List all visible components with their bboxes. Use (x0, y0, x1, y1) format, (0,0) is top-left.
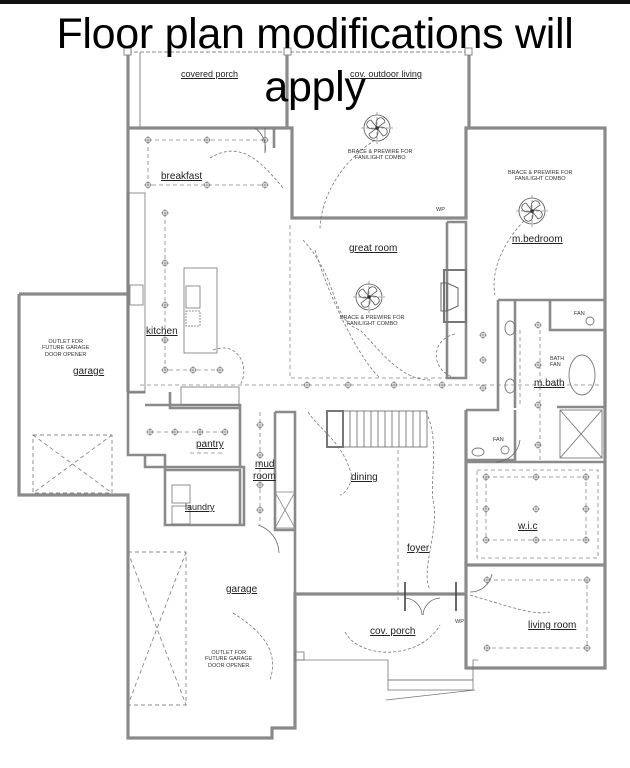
room-label-wic: w.i.c (518, 521, 538, 532)
front-porch-steps (294, 651, 478, 701)
rear-porch-outline (123, 47, 473, 128)
door-swings (254, 127, 521, 616)
note-bath-fan: BATH FAN (550, 356, 565, 369)
room-label-covered-porch: covered porch (181, 69, 239, 79)
exterior-walls (17, 52, 607, 740)
room-label-m-bedroom: m.bedroom (512, 234, 563, 245)
lighting-runs (140, 139, 600, 649)
top-border-bar (0, 0, 630, 4)
interior-walls (126, 128, 605, 594)
page-heading-line1: Floor plan modifications will (56, 10, 574, 58)
kitchen-cabinets (127, 192, 240, 406)
fireplace (440, 269, 467, 323)
note-outlet-main-garage: OUTLET FOR FUTURE GARAGE DOOR OPENER (205, 650, 253, 669)
ceiling-fan-bedroom-icon (515, 194, 549, 228)
note-fan-bedroom: BRACE & PREWIRE FOR FAN/LIGHT COMBO (508, 170, 573, 183)
room-label-m-bath: m.bath (534, 378, 565, 389)
wiring-curves (209, 139, 551, 681)
note-fan-greatroom: BRACE & PREWIRE FOR FAN/LIGHT COMBO (340, 315, 405, 328)
room-label-laundry: laundry (185, 502, 215, 512)
ceiling-fan-outdoor-icon (360, 111, 394, 145)
room-label-breakfast: breakfast (161, 171, 203, 182)
room-label-mud-line2: room (253, 471, 276, 482)
room-label-mud-line1: mud (255, 459, 275, 470)
room-label-foyer: foyer (407, 543, 430, 554)
room-label-great-room: great room (349, 243, 398, 254)
room-label-cov-outdoor-living: cov. outdoor living (350, 69, 422, 79)
note-fan-outdoor: BRACE & PREWIRE FOR FAN/LIGHT COMBO (348, 149, 413, 162)
light-fixtures (143, 135, 592, 653)
room-label-dining: dining (351, 472, 378, 483)
note-wp-front: WP (455, 619, 464, 625)
note-fan-wc: FAN (574, 311, 585, 317)
note-fan-bath2: FAN (493, 437, 504, 443)
room-label-cov-porch: cov. porch (370, 626, 416, 637)
laundry-machines (171, 484, 191, 525)
note-outlet-side-garage: OUTLET FOR FUTURE GARAGE DOOR OPENER (42, 339, 90, 358)
staircase (326, 410, 428, 448)
room-label-living-room: living room (528, 620, 577, 631)
room-label-pantry: pantry (196, 439, 224, 450)
bath-fixtures (471, 316, 603, 459)
garage-doors (32, 434, 187, 706)
room-label-kitchen: kitchen (146, 326, 178, 337)
room-label-garage-side: garage (73, 366, 105, 377)
closet-markers (274, 491, 296, 529)
note-wp-rear: WP (436, 207, 445, 213)
ceiling-fan-greatroom-icon (352, 280, 386, 314)
room-label-garage-main: garage (226, 584, 258, 595)
page-heading-line2: apply (264, 63, 366, 111)
